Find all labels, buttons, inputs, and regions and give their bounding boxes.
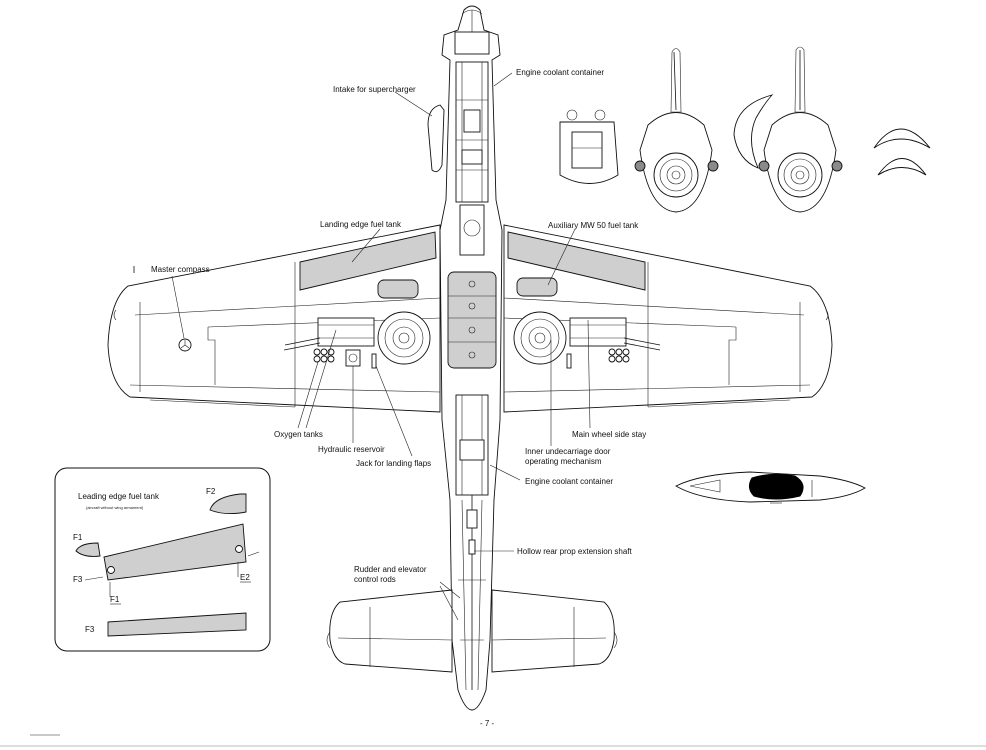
inset-label-f1-left: F1 bbox=[73, 533, 83, 542]
callout-engine-coolant-bottom: Engine coolant container bbox=[525, 477, 613, 486]
fuselage bbox=[427, 5, 503, 711]
canopy-profile bbox=[675, 471, 866, 504]
leading-edge-tank-inset: Leading edge fuel tank (aircraft without… bbox=[54, 467, 271, 652]
callout-landing-edge-tank: Landing edge fuel tank bbox=[320, 220, 402, 229]
fuselage-fuel-tank bbox=[447, 271, 497, 369]
callout-aux-mw50-tank: Auxiliary MW 50 fuel tank bbox=[548, 221, 639, 230]
oxygen-bottles-right bbox=[608, 348, 630, 363]
main-wing bbox=[107, 224, 833, 413]
right-leading-edge-tank bbox=[507, 231, 646, 291]
callout-master-compass: Master compass bbox=[151, 265, 210, 274]
inset-label-e2: E2 bbox=[240, 573, 250, 582]
inset-subtitle: (aircraft without wing armament) bbox=[86, 505, 144, 510]
left-leading-edge-tank bbox=[299, 231, 437, 291]
engine-front-views bbox=[559, 46, 931, 213]
inset-f3-strip bbox=[107, 612, 247, 637]
callout-inner-door-line2: operating mechanism bbox=[525, 457, 602, 466]
callout-jack-landing-flaps: Jack for landing flaps bbox=[356, 459, 431, 468]
callout-hydraulic-reservoir: Hydraulic reservoir bbox=[318, 445, 385, 454]
callout-hollow-shaft: Hollow rear prop extension shaft bbox=[517, 547, 633, 556]
inset-title: Leading edge fuel tank bbox=[78, 492, 160, 501]
inset-label-f3-bottom: F3 bbox=[85, 625, 95, 634]
callout-engine-coolant-top: Engine coolant container bbox=[516, 68, 604, 77]
inset-label-f3-left: F3 bbox=[73, 575, 83, 584]
callout-intake-supercharger: Intake for supercharger bbox=[333, 85, 416, 94]
tail-plane bbox=[326, 589, 618, 673]
canopy-blackout bbox=[748, 473, 804, 500]
page-number: - 7 - bbox=[480, 719, 495, 728]
callout-leaders bbox=[133, 72, 591, 621]
callout-rudder-line1: Rudder and elevator bbox=[354, 565, 427, 574]
inset-label-f1-bottom: F1 bbox=[110, 595, 120, 604]
oxygen-bottles-left bbox=[313, 348, 335, 363]
callout-main-wheel-stay: Main wheel side stay bbox=[572, 430, 646, 439]
inset-label-f2: F2 bbox=[206, 487, 216, 496]
inset-main-tank bbox=[103, 523, 247, 581]
callout-oxygen-tanks: Oxygen tanks bbox=[274, 430, 323, 439]
callout-rudder-line2: control rods bbox=[354, 575, 396, 584]
callout-inner-door-line1: Inner undecarriage door bbox=[525, 447, 611, 456]
